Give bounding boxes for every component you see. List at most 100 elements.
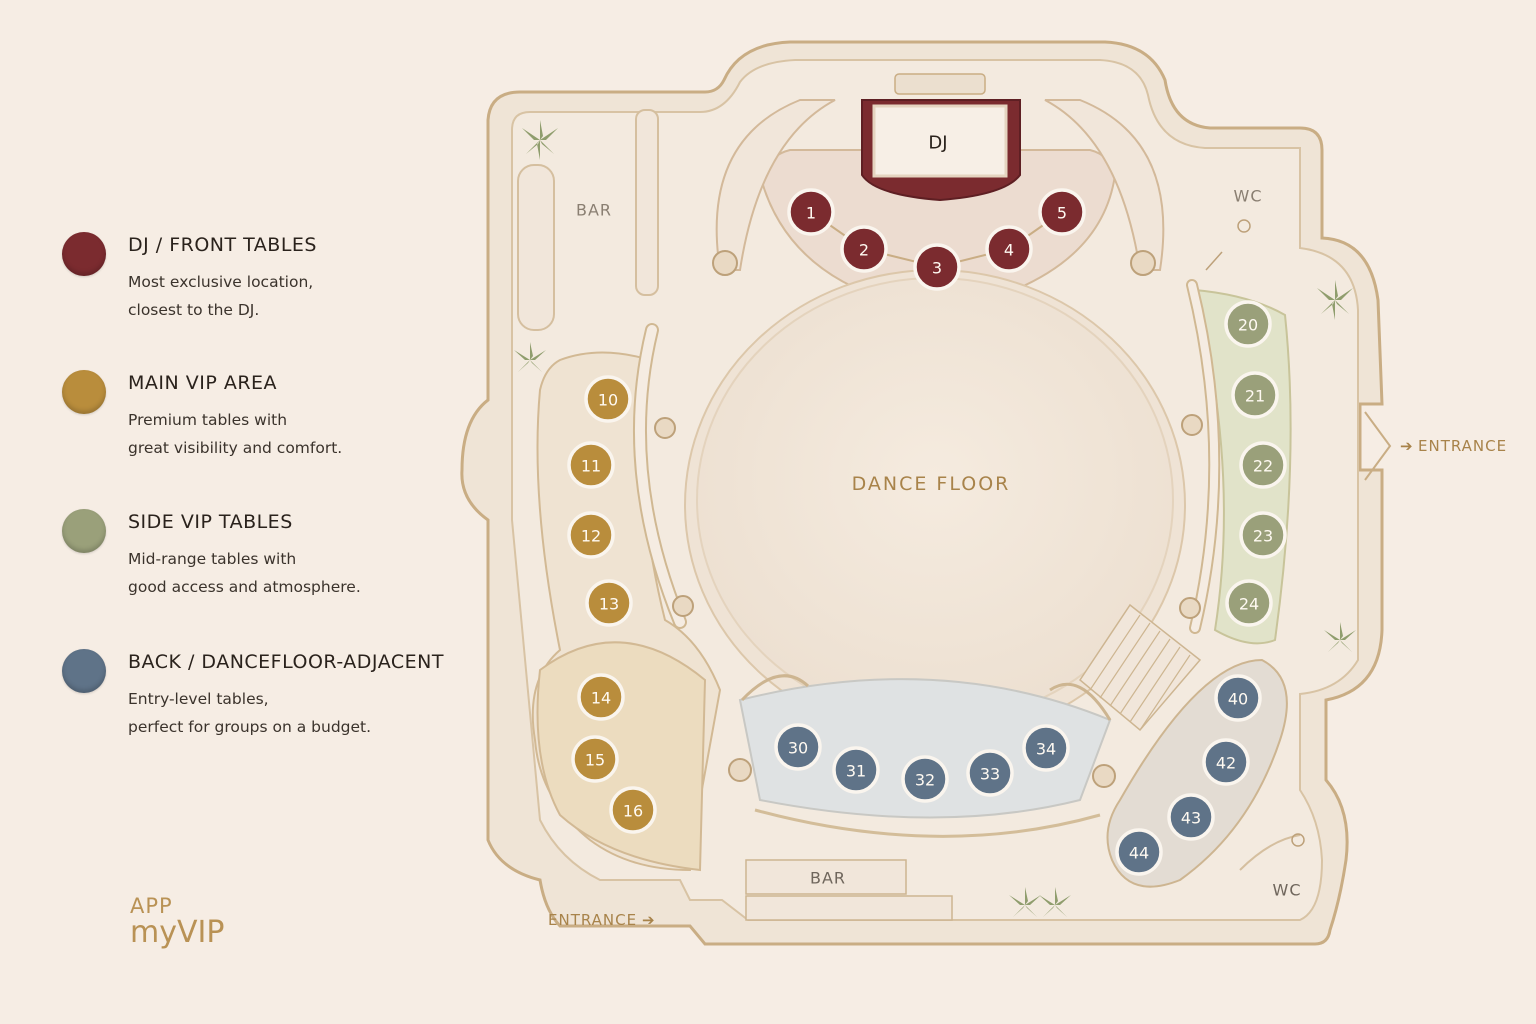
table-40[interactable]: 40	[1214, 674, 1262, 722]
table-1[interactable]: 1	[787, 188, 835, 236]
table-16[interactable]: 16	[609, 786, 657, 834]
tables: 1 2 3 4 5 10 11 12 13 14 15 16 20 21 22 …	[567, 188, 1287, 876]
table-number: 11	[581, 457, 601, 476]
legend-title: MAIN VIP AREA	[128, 372, 278, 394]
table-number: 4	[1004, 241, 1014, 260]
bar-bottom-label: BAR	[810, 869, 846, 888]
legend-title: DJ / FRONT TABLES	[128, 234, 317, 256]
legend-desc-line: good access and atmosphere.	[128, 578, 361, 596]
table-number: 23	[1253, 527, 1273, 546]
table-number: 2	[859, 241, 869, 260]
plant-icon	[514, 342, 546, 372]
table-circle	[787, 188, 835, 236]
table-number: 22	[1253, 457, 1273, 476]
entrance-bottom-label: ENTRANCE	[548, 911, 637, 929]
table-number: 14	[591, 689, 611, 708]
table-circle	[1202, 738, 1250, 786]
table-circle	[1115, 828, 1163, 876]
legend-item-dj[interactable]: DJ / FRONT TABLES Most exclusive locatio…	[62, 232, 462, 342]
arrow-right-icon: ➔	[1400, 437, 1413, 455]
table-42[interactable]: 42	[1202, 738, 1250, 786]
legend-description: Premium tables with great visibility and…	[128, 406, 458, 462]
table-15[interactable]: 15	[571, 735, 619, 783]
legend-dot-back	[62, 649, 106, 693]
table-30[interactable]: 30	[774, 723, 822, 771]
table-44[interactable]: 44	[1115, 828, 1163, 876]
table-23[interactable]: 23	[1239, 511, 1287, 559]
table-number: 33	[980, 765, 1000, 784]
legend-dot-side-vip	[62, 509, 106, 553]
table-5[interactable]: 5	[1038, 188, 1086, 236]
legend-description: Mid-range tables with good access and at…	[128, 545, 458, 601]
wc-bottom-icon	[1291, 833, 1305, 847]
table-4[interactable]: 4	[985, 225, 1033, 273]
wc-top-icon	[1237, 219, 1251, 233]
table-circle	[571, 735, 619, 783]
bar-top-label: BAR	[576, 201, 612, 220]
table-circle	[832, 746, 880, 794]
table-circle	[1038, 188, 1086, 236]
table-21[interactable]: 21	[1231, 371, 1279, 419]
table-circle	[567, 441, 615, 489]
dance-floor-label: DANCE FLOOR	[852, 473, 1011, 495]
table-43[interactable]: 43	[1167, 793, 1215, 841]
legend-desc-line: Mid-range tables with	[128, 550, 297, 568]
brand-line2: myVIP	[130, 915, 225, 950]
table-20[interactable]: 20	[1224, 300, 1272, 348]
table-circle	[1022, 724, 1070, 772]
table-3[interactable]: 3	[913, 243, 961, 291]
legend-desc-line: Entry-level tables,	[128, 690, 269, 708]
table-11[interactable]: 11	[567, 441, 615, 489]
table-number: 21	[1245, 387, 1265, 406]
entrance-right[interactable]: ➔ ENTRANCE	[1364, 411, 1507, 481]
table-13[interactable]: 13	[585, 579, 633, 627]
table-number: 30	[788, 739, 808, 758]
wc-bottom-label: WC	[1273, 881, 1302, 900]
table-circle	[1239, 511, 1287, 559]
dj-booth[interactable]: DJ	[861, 99, 1021, 202]
table-circle	[1214, 674, 1262, 722]
table-number: 34	[1036, 740, 1056, 759]
table-circle	[1225, 579, 1273, 627]
legend-desc-line: perfect for groups on a budget.	[128, 718, 372, 736]
brand-line1: APP	[130, 894, 173, 918]
table-2[interactable]: 2	[840, 225, 888, 273]
legend-desc-line: great visibility and comfort.	[128, 439, 343, 457]
legend-dot-main-vip	[62, 370, 106, 414]
table-32[interactable]: 32	[901, 755, 949, 803]
legend-dot-dj	[62, 232, 106, 276]
table-12[interactable]: 12	[567, 511, 615, 559]
table-number: 13	[599, 595, 619, 614]
legend-item-back[interactable]: BACK / DANCEFLOOR-ADJACENT Entry-level t…	[62, 649, 462, 759]
legend-item-side-vip[interactable]: SIDE VIP TABLES Mid-range tables with go…	[62, 509, 462, 619]
legend-desc-line: closest to the DJ.	[128, 301, 260, 319]
plant-icon	[1324, 622, 1356, 652]
legend-item-main-vip[interactable]: MAIN VIP AREA Premium tables with great …	[62, 370, 462, 480]
table-number: 3	[932, 259, 942, 278]
table-10[interactable]: 10	[584, 375, 632, 423]
table-34[interactable]: 34	[1022, 724, 1070, 772]
table-31[interactable]: 31	[832, 746, 880, 794]
table-circle	[585, 579, 633, 627]
table-33[interactable]: 33	[966, 749, 1014, 797]
stairs	[1079, 603, 1202, 732]
plant-icon	[1009, 887, 1041, 917]
legend-desc-line: Most exclusive location,	[128, 273, 314, 291]
legend: DJ / FRONT TABLES Most exclusive locatio…	[0, 0, 460, 1024]
table-circle	[840, 225, 888, 273]
table-circle	[913, 243, 961, 291]
wc-door-icon	[1205, 251, 1223, 271]
bar-top-area	[517, 109, 659, 331]
table-circle	[966, 749, 1014, 797]
table-24[interactable]: 24	[1225, 579, 1273, 627]
table-number: 10	[598, 391, 618, 410]
plant-icon	[522, 120, 558, 160]
table-number: 20	[1238, 316, 1258, 335]
table-number: 32	[915, 771, 935, 790]
legend-description: Entry-level tables, perfect for groups o…	[128, 685, 458, 741]
table-14[interactable]: 14	[577, 673, 625, 721]
dj-booth-label: DJ	[928, 133, 947, 154]
entrance-bottom[interactable]: ENTRANCE ➔	[548, 911, 655, 929]
table-22[interactable]: 22	[1239, 441, 1287, 489]
table-circle	[1167, 793, 1215, 841]
